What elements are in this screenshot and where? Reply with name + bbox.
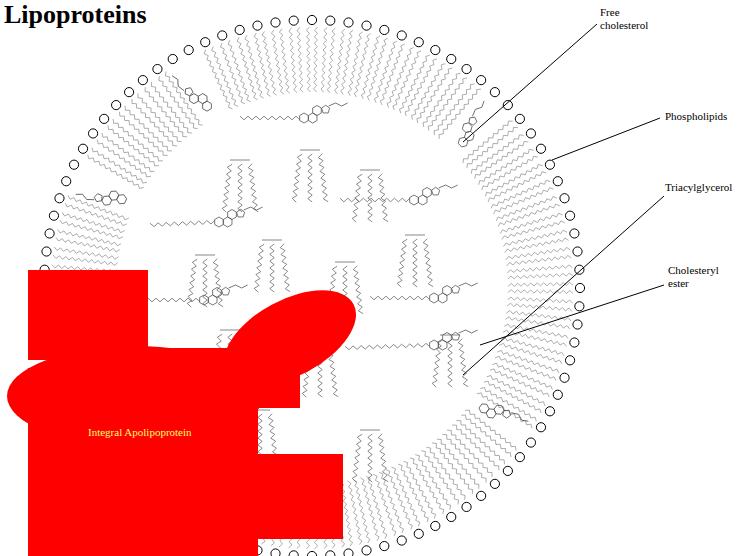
callout-label: Triacylglycerol bbox=[665, 181, 751, 194]
callout-label: Phospholipids bbox=[665, 110, 751, 123]
apolipoprotein-shape: Integral Apolipoprotein bbox=[0, 268, 360, 556]
callout-label: Cholesteryl ester bbox=[668, 264, 738, 289]
node-label: Integral Apolipoprotein bbox=[88, 426, 198, 439]
diagram-title: Lipoproteins bbox=[4, 2, 147, 28]
callout-label: Free cholesterol bbox=[600, 6, 670, 31]
leader-lines bbox=[463, 24, 664, 375]
apolipoprotein-outline bbox=[0, 268, 360, 556]
